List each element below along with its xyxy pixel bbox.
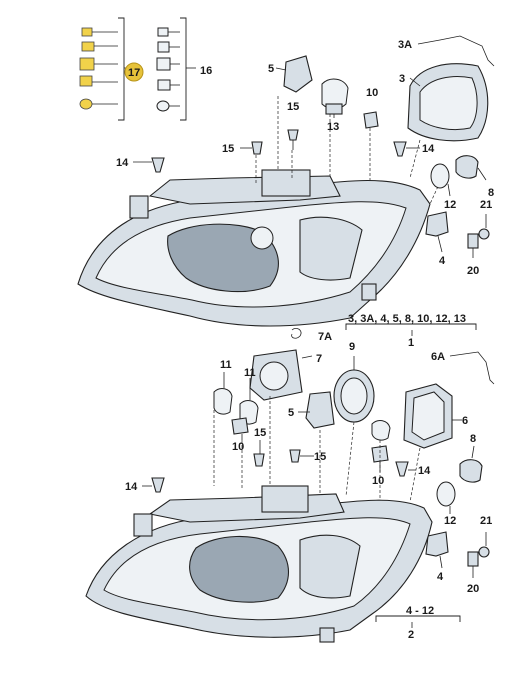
clip-20-bottom <box>467 551 479 567</box>
callout-4-top: 4 <box>439 255 446 267</box>
bulb-socket-10-bottom-right <box>371 445 389 463</box>
callout-21-bottom: 21 <box>480 515 492 527</box>
screw-15-bottom-left <box>253 453 265 467</box>
callout-14-bottom-right: 14 <box>418 465 431 477</box>
callout-10-top: 10 <box>366 87 378 99</box>
callout-3A: 3A <box>398 39 412 51</box>
callout-15-top: 15 <box>287 101 299 113</box>
bulb-12-top <box>430 163 450 189</box>
callout-9: 9 <box>349 341 355 353</box>
screw-15-bottom-right <box>289 449 301 463</box>
callout-6: 6 <box>462 415 468 427</box>
clip-21-top <box>478 228 490 240</box>
callout-badge-17 <box>124 62 144 82</box>
callout-7A: 7A <box>318 331 332 343</box>
callout-10-bottom-right: 10 <box>372 475 384 487</box>
clip-set-17 <box>79 17 130 121</box>
callout-12-bottom: 12 <box>444 515 456 527</box>
wire-3a <box>417 35 495 67</box>
callout-7: 7 <box>316 353 322 365</box>
callout-1: 1 <box>408 337 414 349</box>
clip-7a <box>291 328 302 339</box>
wire-6a <box>449 351 495 385</box>
callout-20-bottom: 20 <box>467 583 479 595</box>
callout-17: 17 <box>128 67 140 79</box>
callout-14-bottom-left: 14 <box>125 481 138 493</box>
adjuster-motor-5-bottom <box>305 391 335 429</box>
screw-14-bottom-left <box>151 477 165 493</box>
screw-15-top <box>287 129 299 141</box>
callout-8-bottom: 8 <box>470 433 476 445</box>
screw-15-top-left <box>251 141 263 155</box>
bulb-socket-10-bottom-left <box>231 417 249 435</box>
callout-11-right: 11 <box>244 367 256 379</box>
callout-3: 3 <box>399 73 405 85</box>
callout-8-top: 8 <box>488 187 494 199</box>
headlight-assembly-bottom <box>85 485 433 643</box>
callout-11-left: 11 <box>220 359 232 371</box>
bulb-socket-8-bottom <box>459 459 483 483</box>
bracket-4-bottom <box>425 531 449 557</box>
callout-5-top: 5 <box>268 63 274 75</box>
group-label-top: 3, 3A, 4, 5, 8, 10, 12, 13 <box>348 313 466 325</box>
callout-6A: 6A <box>431 351 445 363</box>
callout-15-top-left: 15 <box>222 143 234 155</box>
bulb-center-small <box>371 420 391 441</box>
screw-14-top-left <box>151 157 165 173</box>
clip-set-16 <box>156 17 196 121</box>
clip-20-top <box>467 233 479 249</box>
bracket-4-top <box>425 211 449 237</box>
callout-2: 2 <box>408 629 414 641</box>
bulb-12-bottom <box>436 481 456 507</box>
callout-4-bottom: 4 <box>437 571 444 583</box>
callout-14-top-right: 14 <box>422 143 435 155</box>
adjuster-motor-5-top <box>283 55 313 93</box>
bulb-11-left <box>213 388 233 415</box>
callout-5-bottom: 5 <box>288 407 294 419</box>
screw-14-bottom-right <box>395 461 409 477</box>
clip-21-bottom <box>478 546 490 558</box>
bulb-socket-8-top <box>455 155 479 179</box>
group-label-bottom: 4 - 12 <box>406 605 434 617</box>
callout-15-bottom-left: 15 <box>254 427 266 439</box>
callout-10-bottom-left: 10 <box>232 441 244 453</box>
callout-14-top-left: 14 <box>116 157 129 169</box>
callout-16: 16 <box>200 65 212 77</box>
callout-13: 13 <box>327 121 339 133</box>
screw-14-top-right <box>393 141 407 157</box>
headlight-assembly-top <box>77 169 431 327</box>
callout-12-top: 12 <box>444 199 456 211</box>
callout-21-top: 21 <box>480 199 492 211</box>
bulb-socket-10-top <box>363 111 379 129</box>
callout-20-top: 20 <box>467 265 479 277</box>
